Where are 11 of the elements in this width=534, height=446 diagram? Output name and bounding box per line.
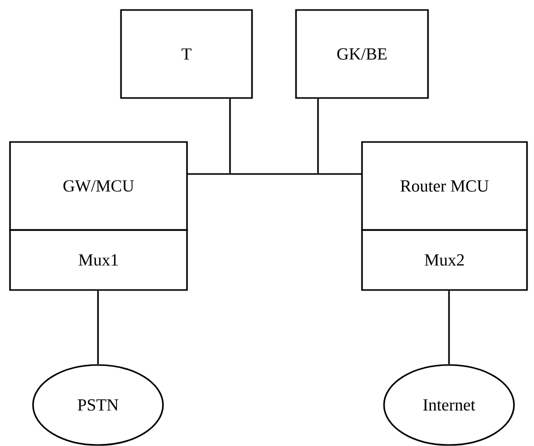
connector-line [97, 290, 99, 364]
mux-box: Mux1 [9, 229, 188, 291]
gatekeeper-box: GK/BE [295, 9, 429, 99]
terminal-box: T [120, 9, 253, 99]
mux-box: Mux2 [361, 229, 528, 291]
connector-line [448, 290, 450, 364]
gateway-box: GW/MCU [9, 141, 188, 231]
bus-line [186, 173, 363, 175]
router-box: Router MCU [361, 141, 528, 231]
connector-line [229, 98, 231, 174]
connector-line [317, 98, 319, 174]
